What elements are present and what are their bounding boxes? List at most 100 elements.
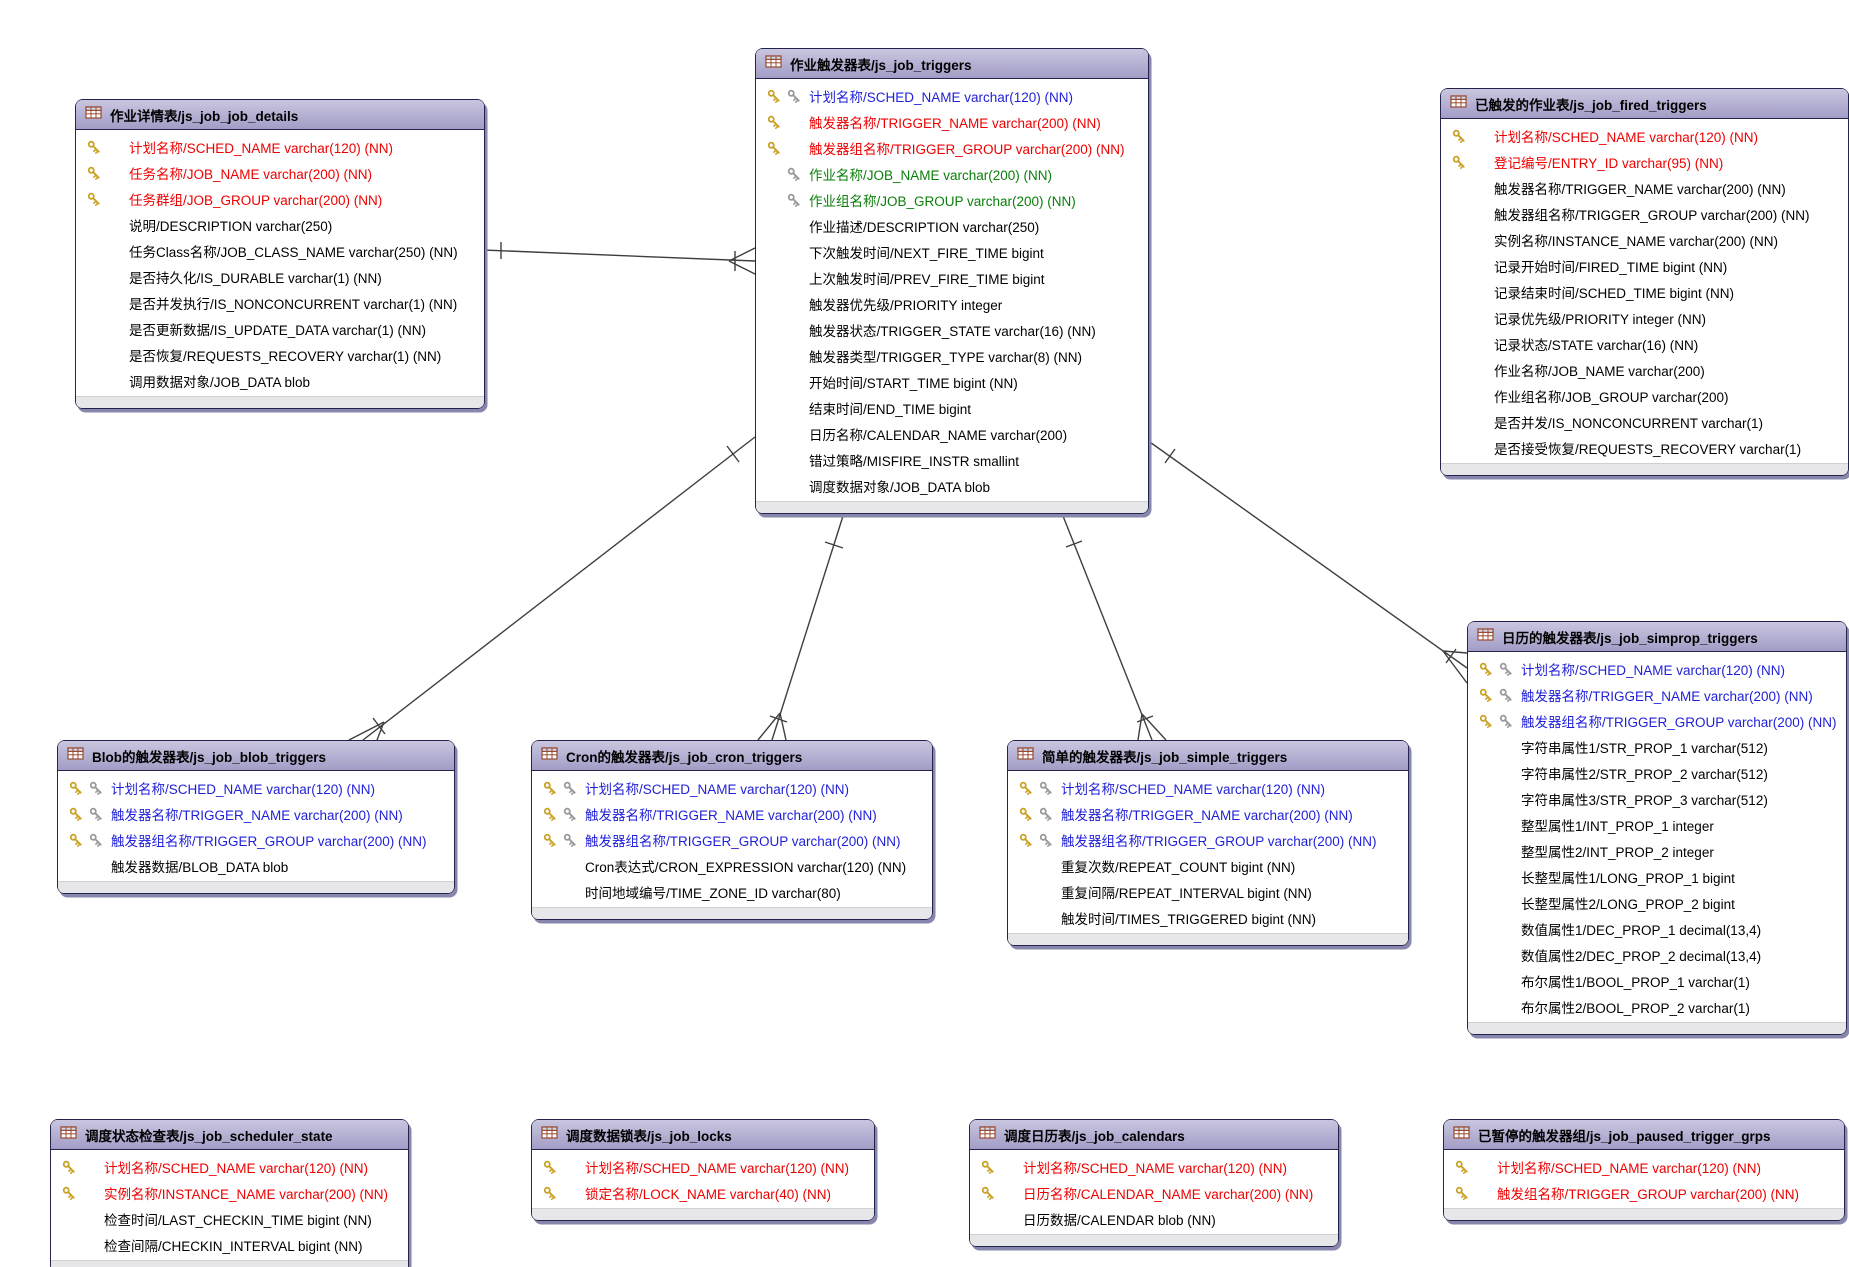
- table-field-row[interactable]: 重复间隔/REPEAT_INTERVAL bigint (NN): [1008, 879, 1408, 905]
- table-field-row[interactable]: 调用数据对象/JOB_DATA blob: [76, 368, 484, 394]
- table-field-row[interactable]: 触发器组名称/TRIGGER_GROUP varchar(200) (NN): [58, 827, 454, 853]
- table-js_job_fired_triggers[interactable]: 已触发的作业表/js_job_fired_triggers 计划名称/SCHED…: [1440, 88, 1849, 476]
- table-field-row[interactable]: 整型属性1/INT_PROP_1 integer: [1468, 812, 1846, 838]
- table-js_job_job_details[interactable]: 作业详情表/js_job_job_details 计划名称/SCHED_NAME…: [75, 99, 485, 409]
- table-field-row[interactable]: 字符串属性3/STR_PROP_3 varchar(512): [1468, 786, 1846, 812]
- table-js_job_calendars[interactable]: 调度日历表/js_job_calendars 计划名称/SCHED_NAME v…: [969, 1119, 1339, 1247]
- table-header[interactable]: 作业详情表/js_job_job_details: [76, 100, 484, 130]
- table-field-row[interactable]: 记录结束时间/SCHED_TIME bigint (NN): [1441, 279, 1848, 305]
- table-field-row[interactable]: 长整型属性2/LONG_PROP_2 bigint: [1468, 890, 1846, 916]
- table-field-row[interactable]: 记录开始时间/FIRED_TIME bigint (NN): [1441, 253, 1848, 279]
- table-field-row[interactable]: 是否接受恢复/REQUESTS_RECOVERY varchar(1): [1441, 435, 1848, 461]
- table-field-row[interactable]: 作业名称/JOB_NAME varchar(200): [1441, 357, 1848, 383]
- table-field-row[interactable]: 锁定名称/LOCK_NAME varchar(40) (NN): [532, 1180, 874, 1206]
- table-field-row[interactable]: 计划名称/SCHED_NAME varchar(120) (NN): [1468, 656, 1846, 682]
- table-field-row[interactable]: 下次触发时间/NEXT_FIRE_TIME bigint: [756, 239, 1148, 265]
- relationship-line-triggers-blob[interactable]: [348, 436, 756, 741]
- table-field-row[interactable]: 计划名称/SCHED_NAME varchar(120) (NN): [532, 1154, 874, 1180]
- table-field-row[interactable]: 字符串属性1/STR_PROP_1 varchar(512): [1468, 734, 1846, 760]
- table-field-row[interactable]: 时间地域编号/TIME_ZONE_ID varchar(80): [532, 879, 932, 905]
- table-field-row[interactable]: 作业组名称/JOB_GROUP varchar(200): [1441, 383, 1848, 409]
- table-field-row[interactable]: 触发器名称/TRIGGER_NAME varchar(200) (NN): [1468, 682, 1846, 708]
- table-header[interactable]: 调度数据锁表/js_job_locks: [532, 1120, 874, 1150]
- table-field-row[interactable]: 计划名称/SCHED_NAME varchar(120) (NN): [1444, 1154, 1844, 1180]
- table-field-row[interactable]: 数值属性2/DEC_PROP_2 decimal(13,4): [1468, 942, 1846, 968]
- table-field-row[interactable]: 数值属性1/DEC_PROP_1 decimal(13,4): [1468, 916, 1846, 942]
- table-field-row[interactable]: 触发器状态/TRIGGER_STATE varchar(16) (NN): [756, 317, 1148, 343]
- table-js_job_paused_trigger_grps[interactable]: 已暂停的触发器组/js_job_paused_trigger_grps 计划名称…: [1443, 1119, 1845, 1221]
- table-field-row[interactable]: 检查时间/LAST_CHECKIN_TIME bigint (NN): [51, 1206, 408, 1232]
- table-field-row[interactable]: 任务Class名称/JOB_CLASS_NAME varchar(250) (N…: [76, 238, 484, 264]
- table-field-row[interactable]: 触发器名称/TRIGGER_NAME varchar(200) (NN): [1008, 801, 1408, 827]
- table-header[interactable]: 调度状态检查表/js_job_scheduler_state: [51, 1120, 408, 1150]
- table-field-row[interactable]: 日历名称/CALENDAR_NAME varchar(200): [756, 421, 1148, 447]
- table-field-row[interactable]: 触发器组名称/TRIGGER_GROUP varchar(200) (NN): [532, 827, 932, 853]
- table-field-row[interactable]: 计划名称/SCHED_NAME varchar(120) (NN): [51, 1154, 408, 1180]
- table-field-row[interactable]: 触发器名称/TRIGGER_NAME varchar(200) (NN): [58, 801, 454, 827]
- table-field-row[interactable]: 计划名称/SCHED_NAME varchar(120) (NN): [58, 775, 454, 801]
- table-field-row[interactable]: 整型属性2/INT_PROP_2 integer: [1468, 838, 1846, 864]
- table-js_job_cron_triggers[interactable]: Cron的触发器表/js_job_cron_triggers 计划名称/SCHE…: [531, 740, 933, 920]
- table-field-row[interactable]: 触发器组名称/TRIGGER_GROUP varchar(200) (NN): [756, 135, 1148, 161]
- table-field-row[interactable]: 是否持久化/IS_DURABLE varchar(1) (NN): [76, 264, 484, 290]
- table-field-row[interactable]: 调度数据对象/JOB_DATA blob: [756, 473, 1148, 499]
- table-js_job_scheduler_state[interactable]: 调度状态检查表/js_job_scheduler_state 计划名称/SCHE…: [50, 1119, 409, 1267]
- table-field-row[interactable]: 长整型属性1/LONG_PROP_1 bigint: [1468, 864, 1846, 890]
- table-field-row[interactable]: 触发器组名称/TRIGGER_GROUP varchar(200) (NN): [1468, 708, 1846, 734]
- relationship-line-details-triggers[interactable]: [482, 242, 756, 275]
- table-js_job_blob_triggers[interactable]: Blob的触发器表/js_job_blob_triggers 计划名称/SCHE…: [57, 740, 455, 894]
- table-field-row[interactable]: 错过策略/MISFIRE_INSTR smallint: [756, 447, 1148, 473]
- table-field-row[interactable]: 日历名称/CALENDAR_NAME varchar(200) (NN): [970, 1180, 1338, 1206]
- table-header[interactable]: 简单的触发器表/js_job_simple_triggers: [1008, 741, 1408, 771]
- table-field-row[interactable]: 登记编号/ENTRY_ID varchar(95) (NN): [1441, 149, 1848, 175]
- table-js_job_simple_triggers[interactable]: 简单的触发器表/js_job_simple_triggers 计划名称/SCHE…: [1007, 740, 1409, 946]
- relationship-line-triggers-cron[interactable]: [757, 515, 844, 741]
- table-field-row[interactable]: 计划名称/SCHED_NAME varchar(120) (NN): [970, 1154, 1338, 1180]
- table-field-row[interactable]: 计划名称/SCHED_NAME varchar(120) (NN): [532, 775, 932, 801]
- table-field-row[interactable]: 记录状态/STATE varchar(16) (NN): [1441, 331, 1848, 357]
- table-field-row[interactable]: 是否恢复/REQUESTS_RECOVERY varchar(1) (NN): [76, 342, 484, 368]
- table-header[interactable]: 已触发的作业表/js_job_fired_triggers: [1441, 89, 1848, 119]
- table-field-row[interactable]: 触发器优先级/PRIORITY integer: [756, 291, 1148, 317]
- table-field-row[interactable]: 触发器组名称/TRIGGER_GROUP varchar(200) (NN): [1441, 201, 1848, 227]
- table-field-row[interactable]: Cron表达式/CRON_EXPRESSION varchar(120) (NN…: [532, 853, 932, 879]
- table-field-row[interactable]: 任务名称/JOB_NAME varchar(200) (NN): [76, 160, 484, 186]
- table-field-row[interactable]: 检查间隔/CHECKIN_INTERVAL bigint (NN): [51, 1232, 408, 1258]
- table-header[interactable]: 调度日历表/js_job_calendars: [970, 1120, 1338, 1150]
- table-field-row[interactable]: 计划名称/SCHED_NAME varchar(120) (NN): [756, 83, 1148, 109]
- table-field-row[interactable]: 结束时间/END_TIME bigint: [756, 395, 1148, 421]
- relationship-line-triggers-simprop[interactable]: [1146, 439, 1468, 684]
- table-header[interactable]: 已暂停的触发器组/js_job_paused_trigger_grps: [1444, 1120, 1844, 1150]
- table-field-row[interactable]: 触发组名称/TRIGGER_GROUP varchar(200) (NN): [1444, 1180, 1844, 1206]
- table-field-row[interactable]: 是否更新数据/IS_UPDATE_DATA varchar(1) (NN): [76, 316, 484, 342]
- table-js_job_simprop_triggers[interactable]: 日历的触发器表/js_job_simprop_triggers 计划名称/SCH…: [1467, 621, 1847, 1035]
- table-field-row[interactable]: 作业名称/JOB_NAME varchar(200) (NN): [756, 161, 1148, 187]
- table-js_job_triggers[interactable]: 作业触发器表/js_job_triggers 计划名称/SCHED_NAME v…: [755, 48, 1149, 514]
- table-field-row[interactable]: 触发器组名称/TRIGGER_GROUP varchar(200) (NN): [1008, 827, 1408, 853]
- table-field-row[interactable]: 触发器数据/BLOB_DATA blob: [58, 853, 454, 879]
- table-field-row[interactable]: 触发器名称/TRIGGER_NAME varchar(200) (NN): [532, 801, 932, 827]
- table-field-row[interactable]: 重复次数/REPEAT_COUNT bigint (NN): [1008, 853, 1408, 879]
- table-field-row[interactable]: 记录优先级/PRIORITY integer (NN): [1441, 305, 1848, 331]
- table-field-row[interactable]: 作业描述/DESCRIPTION varchar(250): [756, 213, 1148, 239]
- table-field-row[interactable]: 布尔属性1/BOOL_PROP_1 varchar(1): [1468, 968, 1846, 994]
- table-field-row[interactable]: 是否并发执行/IS_NONCONCURRENT varchar(1) (NN): [76, 290, 484, 316]
- table-field-row[interactable]: 触发时间/TIMES_TRIGGERED bigint (NN): [1008, 905, 1408, 931]
- table-field-row[interactable]: 计划名称/SCHED_NAME varchar(120) (NN): [1008, 775, 1408, 801]
- table-field-row[interactable]: 开始时间/START_TIME bigint (NN): [756, 369, 1148, 395]
- table-field-row[interactable]: 实例名称/INSTANCE_NAME varchar(200) (NN): [51, 1180, 408, 1206]
- table-header[interactable]: Blob的触发器表/js_job_blob_triggers: [58, 741, 454, 771]
- table-field-row[interactable]: 触发器类型/TRIGGER_TYPE varchar(8) (NN): [756, 343, 1148, 369]
- table-header[interactable]: Cron的触发器表/js_job_cron_triggers: [532, 741, 932, 771]
- table-field-row[interactable]: 说明/DESCRIPTION varchar(250): [76, 212, 484, 238]
- table-field-row[interactable]: 任务群组/JOB_GROUP varchar(200) (NN): [76, 186, 484, 212]
- table-field-row[interactable]: 作业组名称/JOB_GROUP varchar(200) (NN): [756, 187, 1148, 213]
- table-field-row[interactable]: 字符串属性2/STR_PROP_2 varchar(512): [1468, 760, 1846, 786]
- table-field-row[interactable]: 日历数据/CALENDAR blob (NN): [970, 1206, 1338, 1232]
- table-field-row[interactable]: 上次触发时间/PREV_FIRE_TIME bigint: [756, 265, 1148, 291]
- table-field-row[interactable]: 触发器名称/TRIGGER_NAME varchar(200) (NN): [756, 109, 1148, 135]
- table-field-row[interactable]: 触发器名称/TRIGGER_NAME varchar(200) (NN): [1441, 175, 1848, 201]
- relationship-line-triggers-simple[interactable]: [1062, 515, 1167, 741]
- table-field-row[interactable]: 计划名称/SCHED_NAME varchar(120) (NN): [1441, 123, 1848, 149]
- table-header[interactable]: 日历的触发器表/js_job_simprop_triggers: [1468, 622, 1846, 652]
